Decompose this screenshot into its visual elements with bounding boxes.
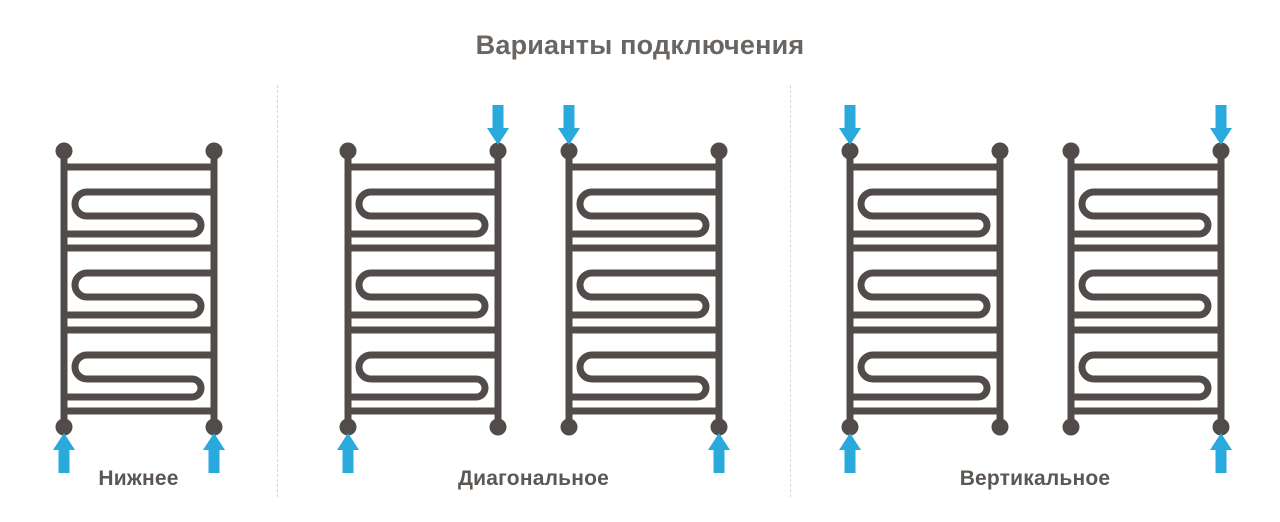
radiator-pipes — [1062, 142, 1229, 436]
pipe-end-knob — [841, 142, 858, 160]
groups-row: Нижнее Диагональное Вертикальное — [0, 99, 1280, 491]
group-label-bottom: Нижнее — [98, 467, 179, 490]
pipe-end-knob — [1212, 418, 1229, 436]
group-bottom-connection: Нижнее — [0, 99, 277, 491]
pipe-end-knob — [339, 142, 357, 160]
radiators-bottom-connection — [49, 99, 229, 479]
flow-arrow-up-icon — [202, 433, 225, 473]
pipe-end-knob — [339, 418, 357, 436]
flow-arrow-up-icon — [838, 433, 861, 473]
pipe-end-knob — [55, 418, 72, 436]
group-vertical-connection: Вертикальное — [790, 99, 1280, 491]
flow-arrow-up-icon — [337, 433, 359, 473]
pipe-end-knob — [55, 142, 72, 160]
flow-arrow-down-icon — [838, 105, 861, 145]
pipe-end-knob — [560, 418, 578, 436]
radiator-pipes — [560, 142, 728, 436]
flow-arrow-down-icon — [1209, 105, 1232, 145]
radiator-pipes — [55, 142, 222, 436]
group-diagonal-connection: Диагональное — [277, 99, 790, 491]
group-label-diagonal: Диагональное — [457, 467, 610, 490]
pipe-end-knob — [1062, 418, 1079, 436]
radiators-vertical-connection — [835, 99, 1236, 479]
flow-arrow-up-icon — [708, 433, 730, 473]
radiator-pipes — [841, 142, 1008, 436]
pipe-end-knob — [841, 418, 858, 436]
radiator-diagonal-top-right-bottom-left — [337, 105, 509, 473]
group-label-vertical: Вертикальное — [959, 467, 1111, 490]
flow-arrow-down-icon — [487, 105, 509, 145]
flow-arrow-up-icon — [52, 433, 75, 473]
pipe-end-knob — [1062, 142, 1079, 160]
pipe-end-knob — [560, 142, 578, 160]
flow-arrow-down-icon — [558, 105, 580, 145]
radiator-vertical-left-side — [838, 105, 1008, 473]
radiator-vertical-right-side — [1062, 105, 1232, 473]
pipe-end-knob — [710, 142, 728, 160]
pipe-end-knob — [205, 142, 222, 160]
pipe-end-knob — [991, 418, 1008, 436]
pipe-end-knob — [710, 418, 728, 436]
radiator-pipes — [339, 142, 507, 436]
radiator-diagonal-top-left-bottom-right — [558, 105, 730, 473]
page-title: Варианты подключения — [475, 30, 805, 60]
flow-arrow-up-icon — [1209, 433, 1232, 473]
radiators-diagonal-connection — [333, 99, 734, 479]
pipe-end-knob — [489, 418, 507, 436]
group-divider — [790, 85, 791, 497]
pipe-end-knob — [1212, 142, 1229, 160]
pipe-end-knob — [205, 418, 222, 436]
pipe-end-knob — [489, 142, 507, 160]
radiator-bottom-connection — [52, 142, 225, 473]
pipe-end-knob — [991, 142, 1008, 160]
group-divider — [277, 85, 278, 497]
